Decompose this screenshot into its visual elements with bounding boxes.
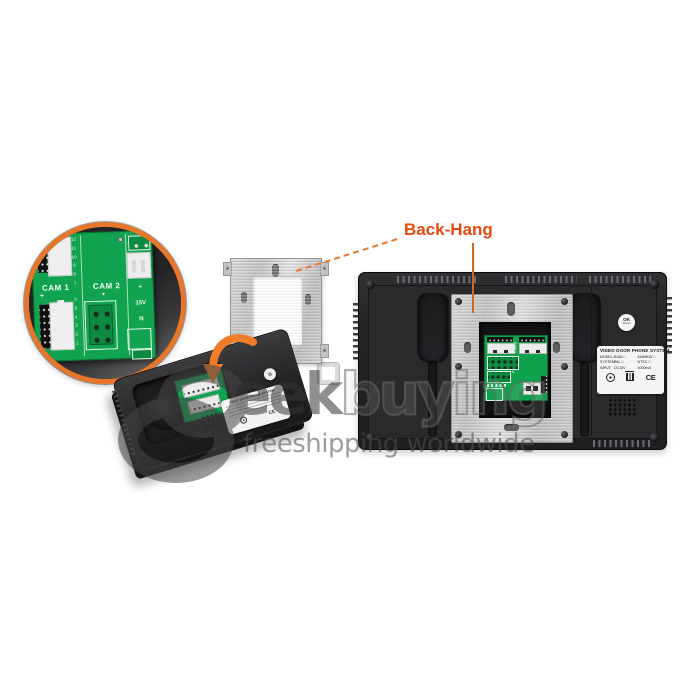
- ok-button-text: OK: [623, 316, 630, 322]
- cable-groove: [580, 361, 589, 437]
- plate-screw: [455, 298, 462, 305]
- edge-vent-ribs: [667, 297, 672, 355]
- back-hang-annotation: Back-Hang: [404, 220, 493, 239]
- reset-button-text: Reset: [622, 321, 631, 325]
- bracket-screw-slot: [305, 294, 311, 305]
- spec-field-value: 816A □: [614, 354, 626, 359]
- ce-mark: CE: [645, 372, 656, 382]
- terminal-outline: [84, 300, 118, 351]
- screw-terminal-block: [487, 356, 519, 370]
- cam1-connector: [487, 343, 515, 354]
- pin-numbers-upper: 12 11 10 9 8 7: [70, 236, 77, 286]
- bracket-tab: [223, 262, 232, 276]
- polarity-mark: +: [39, 292, 45, 300]
- pin-header: [519, 337, 545, 342]
- bracket-screw-slot: [272, 264, 279, 277]
- bracket-screw-slot: [241, 292, 247, 303]
- mounted-back-hang-plate: CAM 1 CAM 2: [451, 294, 573, 443]
- bracket-tab: [320, 344, 329, 358]
- cam2-silkscreen-label: CAM 2: [92, 281, 121, 292]
- connector-notch: [57, 300, 65, 305]
- monitor-back-main: CAM 1 CAM 2 OK Reset VIDEO DOOR PHONE SY…: [353, 272, 672, 450]
- vent-ridges: [505, 276, 577, 283]
- polarity-icon: [605, 372, 615, 382]
- screw-terminal-block: [131, 348, 153, 360]
- plate-screw: [455, 363, 462, 370]
- spec-field-value: DC15V: [614, 365, 626, 370]
- connector-notch: [54, 235, 62, 240]
- spec-row-model: MODEL: 816A □ 816MKW □: [600, 355, 661, 359]
- wall-clip: [317, 362, 340, 385]
- power-connector: [126, 251, 152, 279]
- case-screw: [650, 280, 659, 289]
- spec-field-name: SYSTEM:: [600, 360, 616, 365]
- spec-field-value: NTSC □: [637, 360, 651, 365]
- pcb-component: [541, 376, 548, 393]
- terminal-outline: [127, 328, 152, 350]
- vent-ridges: [397, 276, 479, 283]
- polarity-icon: [238, 415, 248, 425]
- case-screw: [366, 280, 375, 289]
- spec-field-value: PAL □: [614, 360, 624, 365]
- screw-terminal-block: [487, 371, 511, 383]
- bracket-tab: [320, 262, 329, 276]
- back-hang-bracket: [223, 258, 329, 364]
- plate-screw-slot: [553, 342, 560, 353]
- power-terminal-block: [127, 234, 151, 251]
- hanging-channel: [417, 293, 449, 363]
- panel-seam: [591, 287, 592, 435]
- case-screw: [366, 433, 375, 442]
- pin-header: [487, 337, 513, 342]
- mount-direction-arrow: [203, 334, 257, 384]
- cam2-connector: [519, 343, 547, 354]
- ok-reset-button: OK Reset: [618, 314, 635, 331]
- spec-field-name: INPUT:: [600, 365, 612, 370]
- power-terminal-label: + 15V N: [135, 284, 147, 323]
- plate-screw-slot: [464, 342, 471, 353]
- pcb-screw: [117, 236, 124, 243]
- spec-row-input: INPUT: DC15V 1000mA: [600, 366, 661, 370]
- case-screw: [650, 433, 659, 442]
- cable-groove: [428, 361, 437, 437]
- plate-screw: [455, 431, 462, 438]
- spec-label-title: VIDEO DOOR PHONE SYSTEM: [600, 348, 670, 353]
- vent-ridges: [593, 440, 651, 447]
- spec-label-icons: CE: [600, 371, 661, 382]
- plate-screw-slot: [507, 302, 515, 316]
- power-connector: [523, 382, 541, 395]
- spec-field-value: 1000mA: [637, 365, 651, 370]
- cam1-silkscreen-label: CAM 1: [513, 342, 517, 353]
- wiring-pcb: CAM 1 CAM 2: [484, 335, 548, 401]
- plate-screw: [561, 298, 568, 305]
- pin-numbers-lower: 6 5 4 3 2 1: [74, 296, 79, 346]
- terminal-pcb: CAM 1 + CAM 2 ▼ 12 11 10 9 8 7 6 5 4 3 2…: [30, 229, 157, 363]
- plate-screw: [561, 363, 568, 370]
- ce-mark: CE: [267, 408, 277, 416]
- weee-bin-icon: [625, 371, 635, 382]
- callout-line-to-plate: [472, 243, 474, 313]
- hanging-channel: [569, 293, 601, 363]
- plate-screw-slot: [504, 424, 519, 431]
- screw-terminal-block: [88, 304, 114, 346]
- spec-field-name: MODEL:: [600, 354, 614, 359]
- wiring-window: CAM 1 CAM 2: [479, 322, 551, 418]
- spec-row-system: SYSTEM: PAL □ NTSC □: [600, 360, 661, 364]
- pcb-zoom-inset: CAM 1 + CAM 2 ▼ 12 11 10 9 8 7 6 5 4 3 2…: [24, 222, 186, 384]
- cam2-pointer-mark: ▼: [100, 291, 107, 298]
- terminal-outline: [486, 388, 503, 401]
- edge-vent-ribs: [353, 303, 358, 363]
- silkscreen-marks: [487, 384, 507, 387]
- callout-line-to-bracket: [295, 238, 398, 272]
- spec-label: VIDEO DOOR PHONE SYSTEM MODEL: 816A □ 81…: [597, 346, 670, 394]
- spec-field-value: 816MKW □: [637, 354, 656, 359]
- plate-screw: [561, 431, 568, 438]
- vent-ridges: [589, 276, 651, 283]
- speaker-grille: [608, 398, 638, 417]
